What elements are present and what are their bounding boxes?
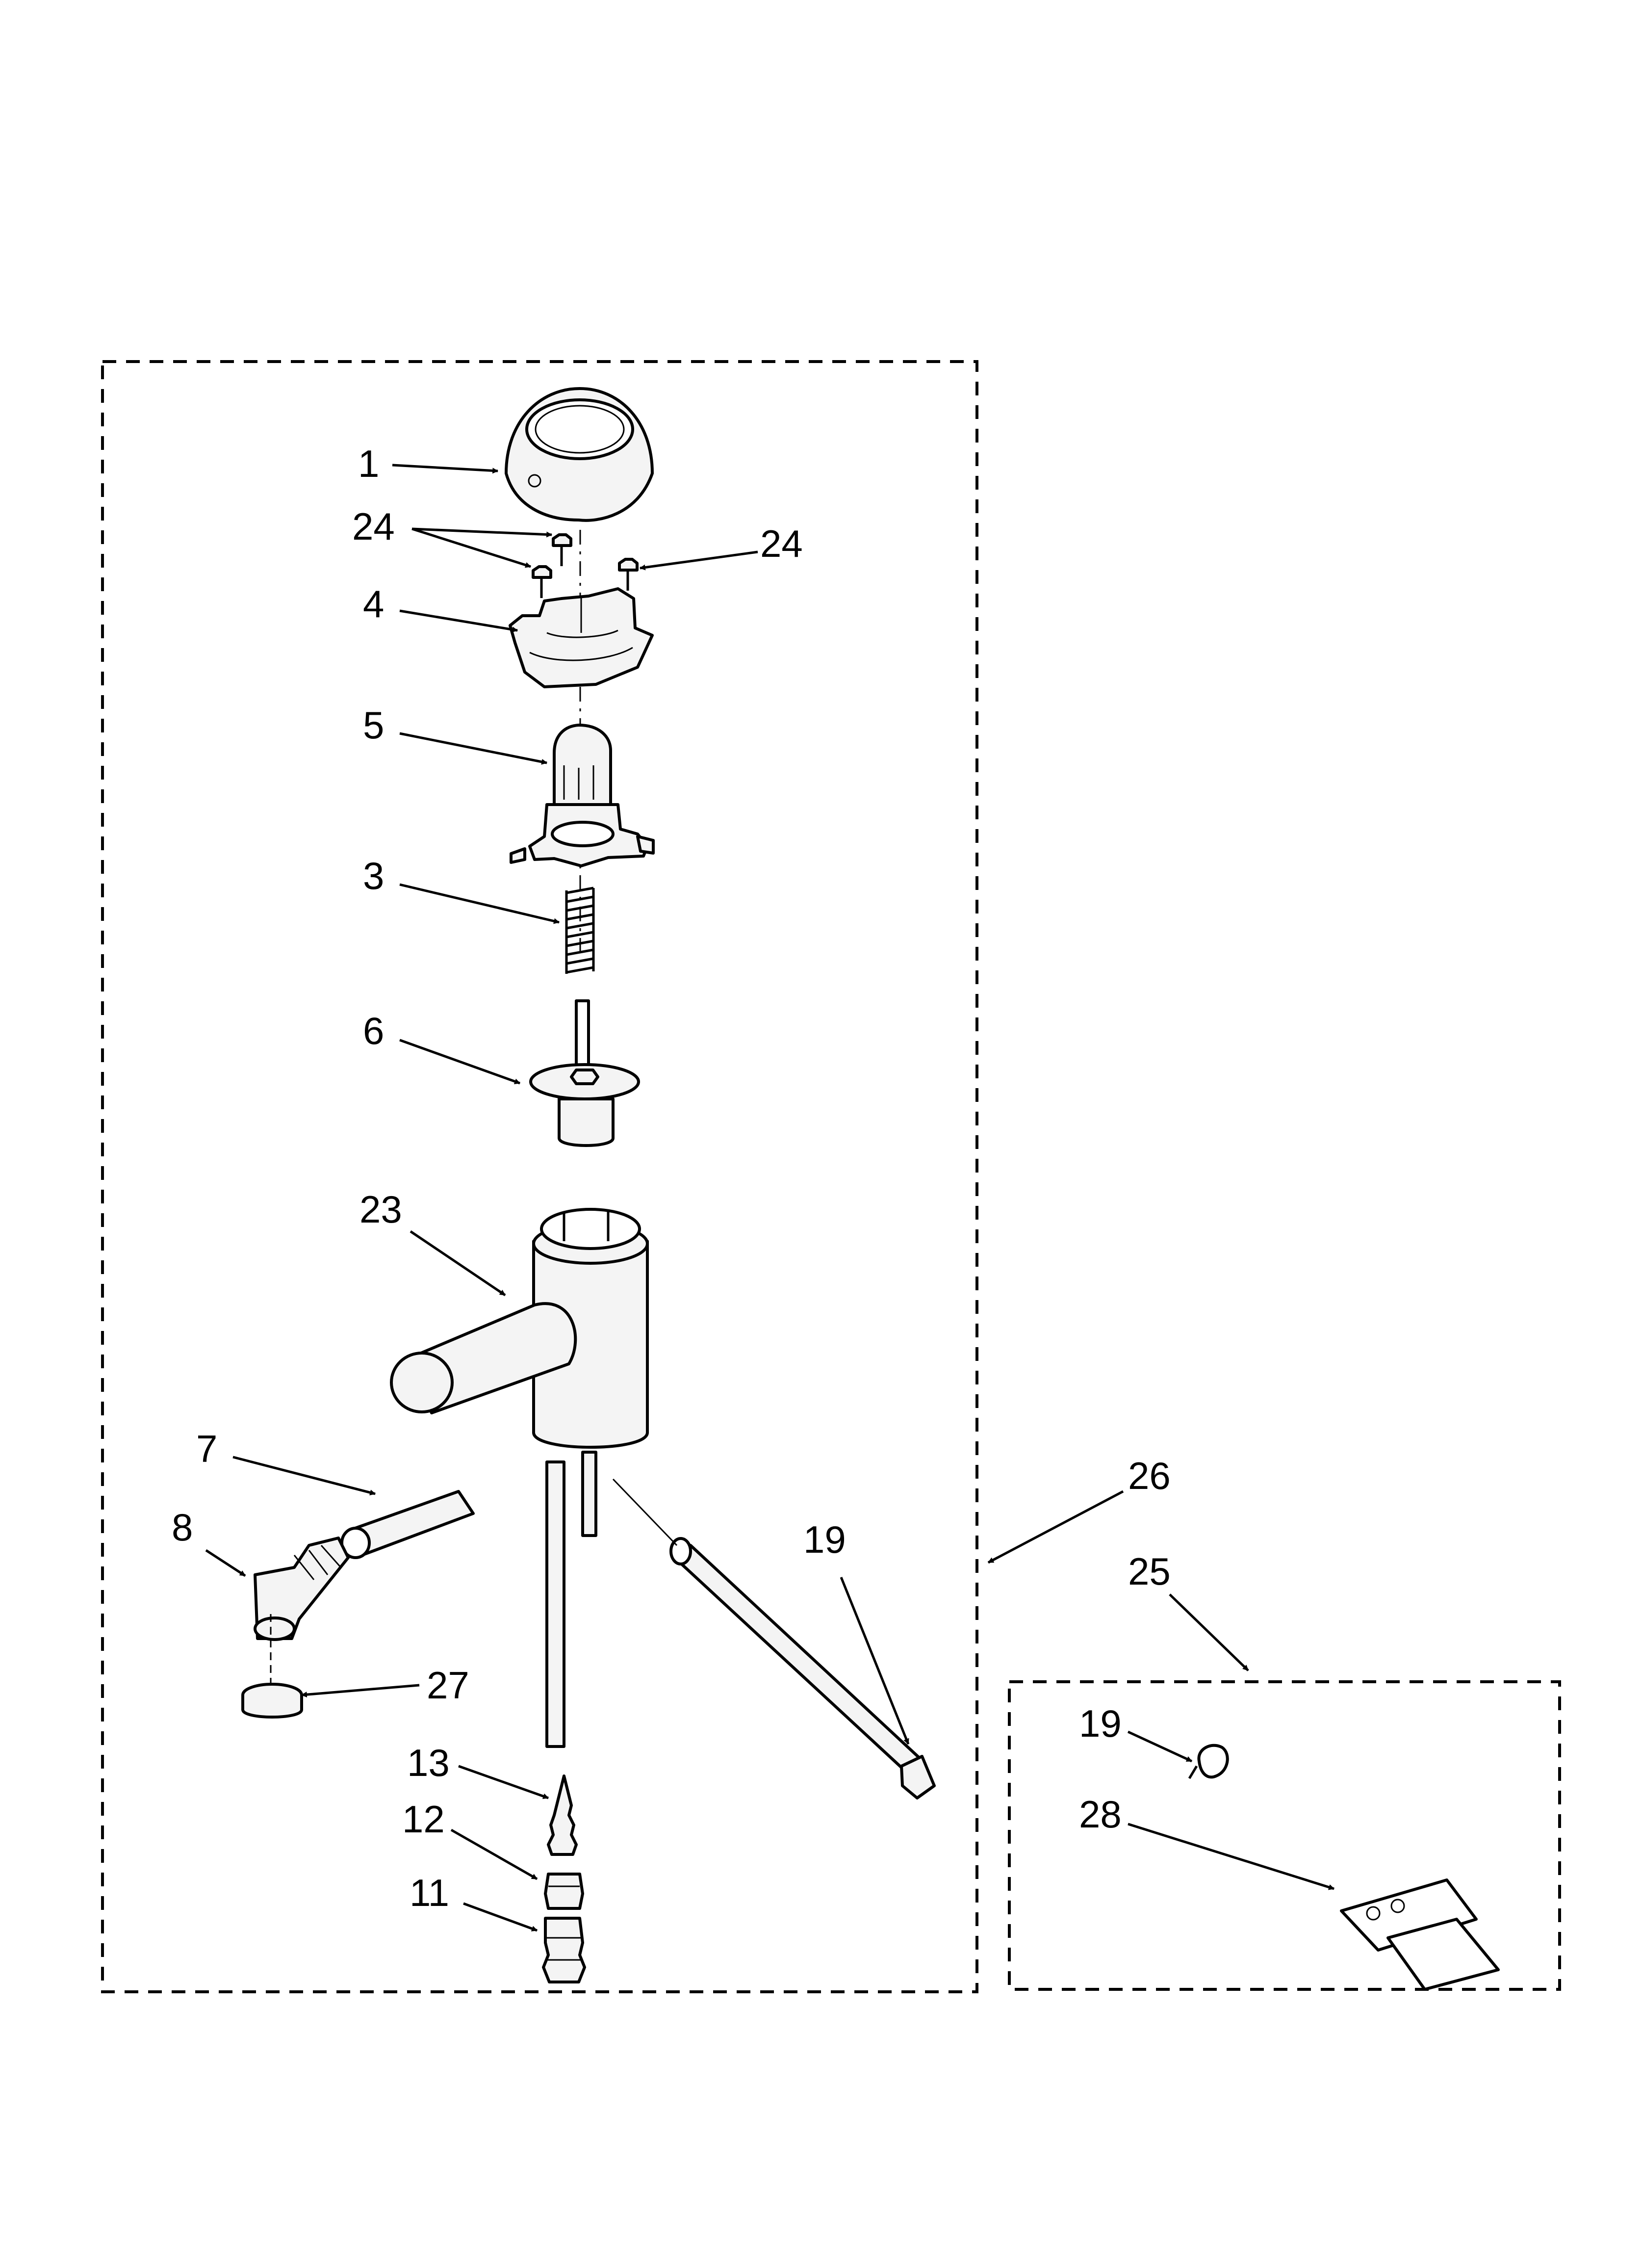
parts-kit-group-box xyxy=(1008,1680,1561,1991)
callout-13: 13 xyxy=(407,1741,450,1784)
callout-26: 26 xyxy=(1128,1454,1171,1497)
callout-27: 27 xyxy=(427,1664,469,1707)
elbow-fitting-part xyxy=(254,1537,350,1641)
end-cap-part xyxy=(241,1614,303,1719)
callout-3: 3 xyxy=(363,854,384,897)
plunger-part xyxy=(529,999,640,1147)
callout-19: 19 xyxy=(1079,1702,1122,1745)
callout-23: 23 xyxy=(359,1188,402,1231)
callout-25: 25 xyxy=(1128,1550,1171,1593)
callout-24: 24 xyxy=(760,522,803,565)
screw-part xyxy=(532,565,552,598)
callout-7: 7 xyxy=(196,1427,217,1470)
callout-8: 8 xyxy=(172,1506,193,1549)
spring-part xyxy=(565,886,595,974)
drain-hose-part xyxy=(612,1478,936,1799)
callout-5: 5 xyxy=(363,704,384,747)
callout-6: 6 xyxy=(363,1009,384,1052)
callout-12: 12 xyxy=(402,1798,445,1841)
instruction-sheet-part xyxy=(1340,1878,1500,1991)
filter-screen-part xyxy=(547,1774,578,1856)
hose-clip-part xyxy=(1188,1744,1229,1779)
inlet-tube-part xyxy=(340,1490,475,1559)
callout-24: 24 xyxy=(352,505,395,548)
callout-19: 19 xyxy=(803,1518,846,1561)
main-assembly-group-box xyxy=(101,360,978,1993)
faucet-body-part xyxy=(390,1208,649,1748)
fitting-nut-part xyxy=(544,1873,584,1910)
callout-11: 11 xyxy=(410,1871,449,1914)
knob-cap-part xyxy=(505,387,654,522)
screw-part xyxy=(618,558,639,591)
callout-28: 28 xyxy=(1079,1793,1122,1836)
fitting-part xyxy=(542,1917,586,1983)
callout-1: 1 xyxy=(358,442,379,485)
callout-4: 4 xyxy=(363,582,384,626)
retainer-bracket-part xyxy=(509,587,654,688)
valve-body-part xyxy=(510,724,655,867)
screw-part xyxy=(552,533,572,566)
